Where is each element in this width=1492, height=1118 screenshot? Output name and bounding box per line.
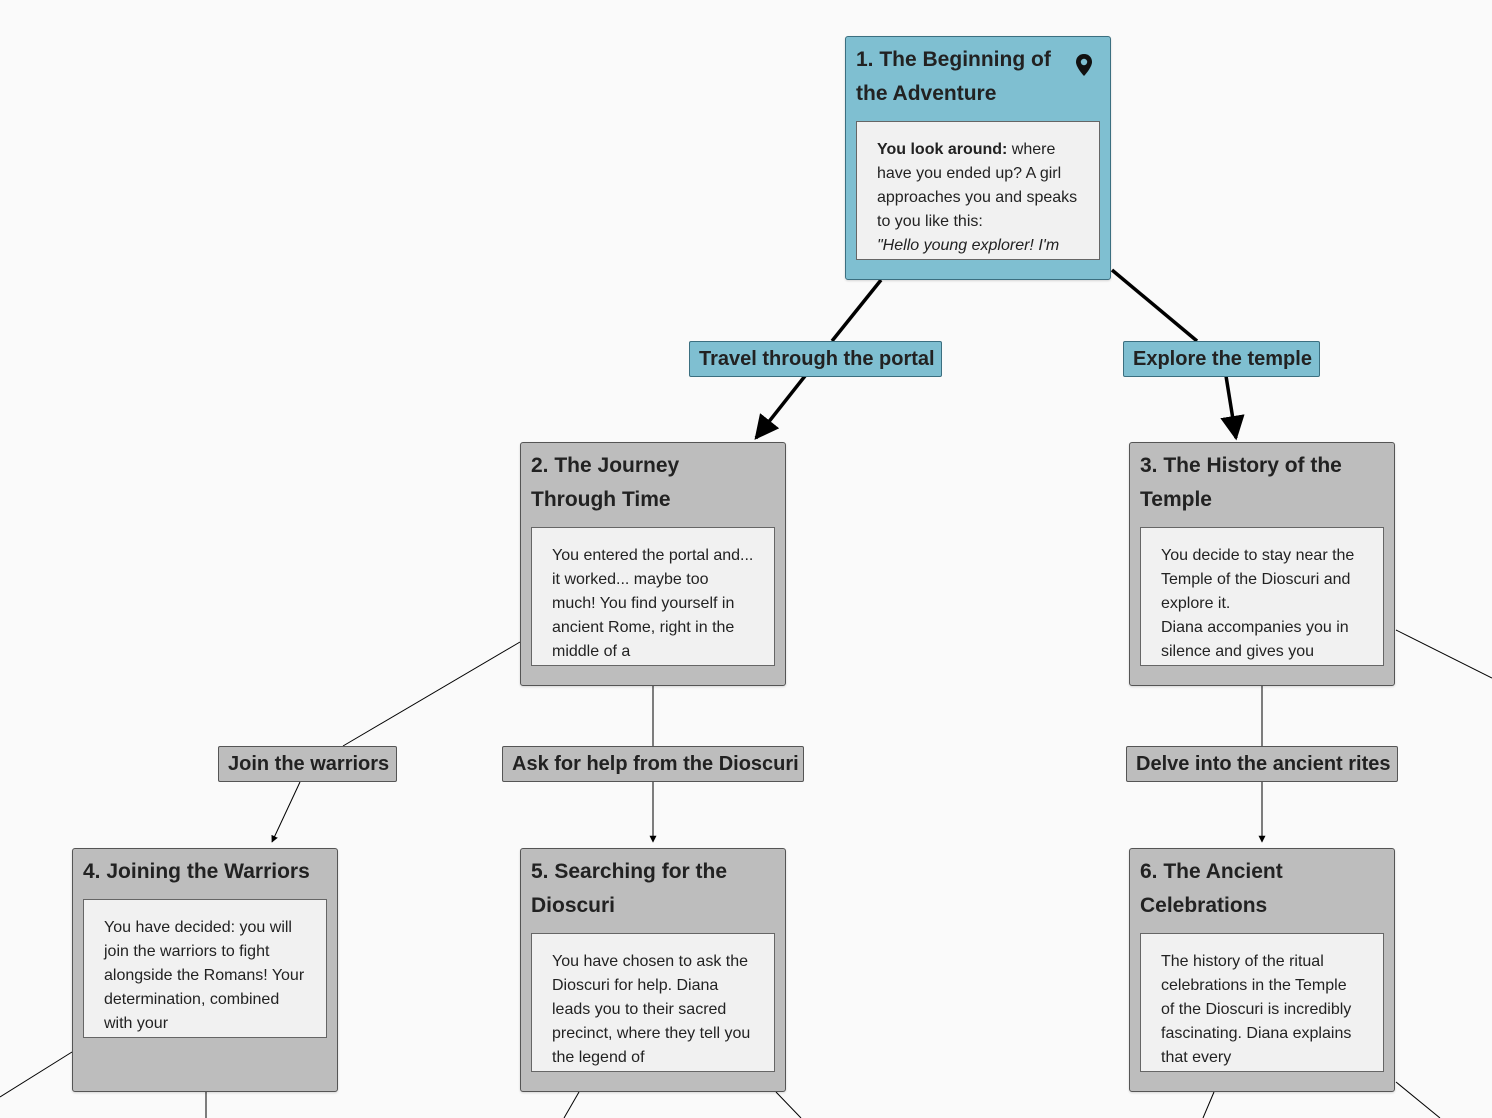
node-body-text: You decide to stay near the Temple of th… xyxy=(1161,547,1355,612)
node-body-bold: You look around: xyxy=(877,141,1008,158)
node-body-quote: "Hello young explorer! I'm xyxy=(877,237,1060,254)
edge-choice-temple-to-node3 xyxy=(1220,375,1245,441)
node-body: The history of the ritual celebrations i… xyxy=(1140,933,1384,1072)
story-node-4[interactable]: 4. Joining the Warriors You have decided… xyxy=(72,848,338,1092)
story-node-3[interactable]: 3. The History of the Temple You decide … xyxy=(1129,442,1395,686)
node-body: You have chosen to ask the Dioscuri for … xyxy=(531,933,775,1072)
node-title: 5. Searching for the Dioscuri xyxy=(531,860,728,917)
node-body: You decide to stay near the Temple of th… xyxy=(1140,527,1384,666)
node-body-text-2: Diana accompanies you in silence and giv… xyxy=(1161,619,1349,660)
edge-choice-warriors-to-node4 xyxy=(271,781,301,843)
edge-node4-offscreen-left xyxy=(0,1051,73,1098)
node-title: 1. The Beginning of the Adventure xyxy=(856,48,1051,105)
story-node-1[interactable]: 1. The Beginning of the Adventure You lo… xyxy=(845,36,1111,280)
choice-ask-dioscuri[interactable]: Ask for help from the Dioscuri xyxy=(502,746,804,782)
edge-node6-offscreen-left xyxy=(1202,1091,1215,1118)
node-body-text: You have decided: you will join the warr… xyxy=(104,919,305,1032)
node-body: You look around: where have you ended up… xyxy=(856,121,1100,260)
node-body: You have decided: you will join the warr… xyxy=(83,899,327,1038)
node-body: You entered the portal and... it worked.… xyxy=(531,527,775,666)
story-node-5[interactable]: 5. Searching for the Dioscuri You have c… xyxy=(520,848,786,1092)
node-body-text: The history of the ritual celebrations i… xyxy=(1161,953,1352,1066)
node-body-text: You have chosen to ask the Dioscuri for … xyxy=(552,953,751,1066)
choice-delve-rites[interactable]: Delve into the ancient rites xyxy=(1126,746,1398,782)
choice-join-warriors[interactable]: Join the warriors xyxy=(218,746,397,782)
story-node-6[interactable]: 6. The Ancient Celebrations The history … xyxy=(1129,848,1395,1092)
edge-node3-offscreen xyxy=(1395,629,1492,679)
edge-node1-to-choice-temple xyxy=(1110,268,1199,343)
node-title: 6. The Ancient Celebrations xyxy=(1140,860,1283,917)
node-title: 3. The History of the Temple xyxy=(1140,454,1342,511)
node-body-text: where have you ended up? A girl approach… xyxy=(877,141,1078,230)
edge-node5-offscreen-left xyxy=(563,1091,580,1118)
edge-node5-offscreen-right xyxy=(775,1091,802,1118)
node-title: 2. The Journey Through Time xyxy=(531,454,680,511)
edge-node1-to-choice-portal xyxy=(830,278,883,343)
story-node-2[interactable]: 2. The Journey Through Time You entered … xyxy=(520,442,786,686)
edge-node6-offscreen-right xyxy=(1395,1081,1441,1118)
edge-node2-to-choice-warriors xyxy=(342,641,521,747)
node-body-text: You entered the portal and... it worked.… xyxy=(552,547,754,660)
edge-choice-portal-to-node2 xyxy=(754,374,807,440)
node-title: 4. Joining the Warriors xyxy=(83,860,310,883)
choice-travel-portal[interactable]: Travel through the portal xyxy=(689,341,942,377)
choice-explore-temple[interactable]: Explore the temple xyxy=(1123,341,1320,377)
map-pin-icon xyxy=(1076,54,1092,76)
